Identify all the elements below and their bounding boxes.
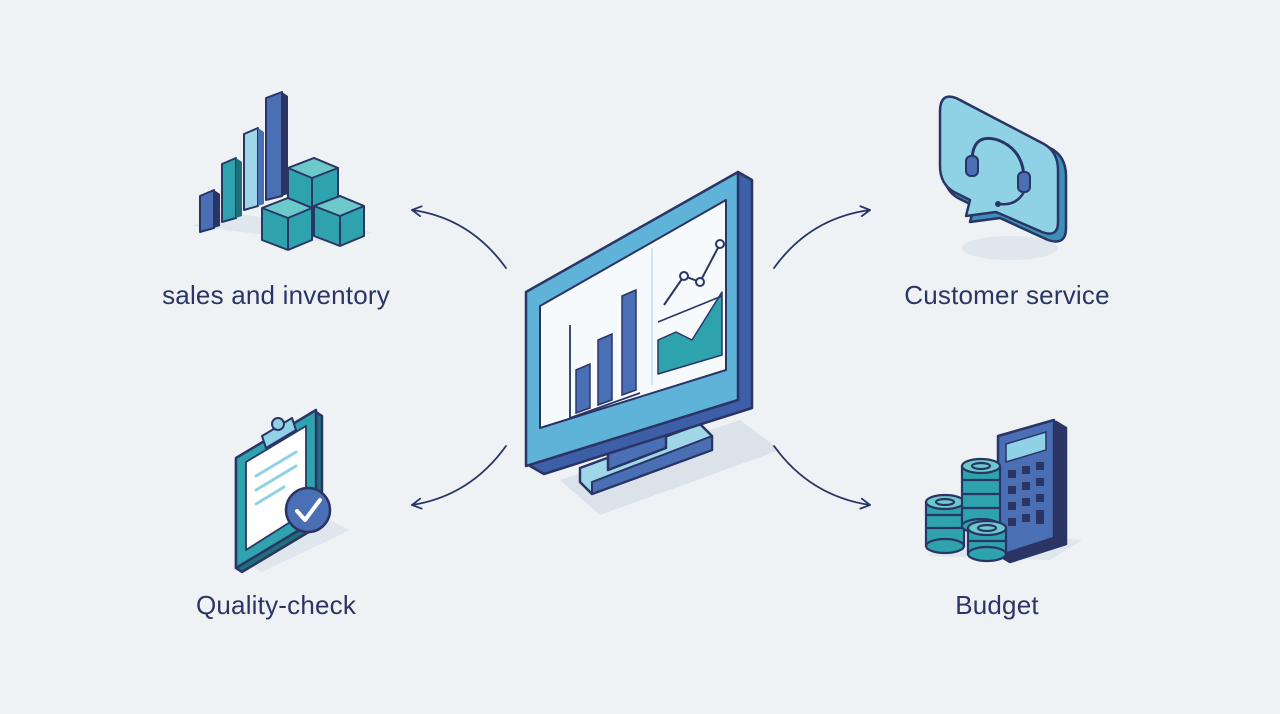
arrow-to-customer-service (773, 205, 871, 269)
headset-chat-bubble-icon (938, 95, 1068, 260)
arrow-to-sales (411, 205, 507, 269)
node-label-sales-and-inventory: sales and inventory (162, 280, 390, 310)
computer-monitor-dashboard-icon (524, 170, 780, 515)
arrow-to-quality-check (411, 445, 507, 510)
clipboard-check-icon (234, 408, 350, 574)
bar-chart-and-boxes-icon (192, 91, 372, 251)
arrow-to-budget (773, 445, 871, 510)
node-label-budget: Budget (955, 590, 1039, 620)
node-label-customer-service: Customer service (904, 280, 1110, 310)
coins-calculator-icon (924, 418, 1082, 564)
node-label-quality-check: Quality-check (195, 590, 357, 620)
